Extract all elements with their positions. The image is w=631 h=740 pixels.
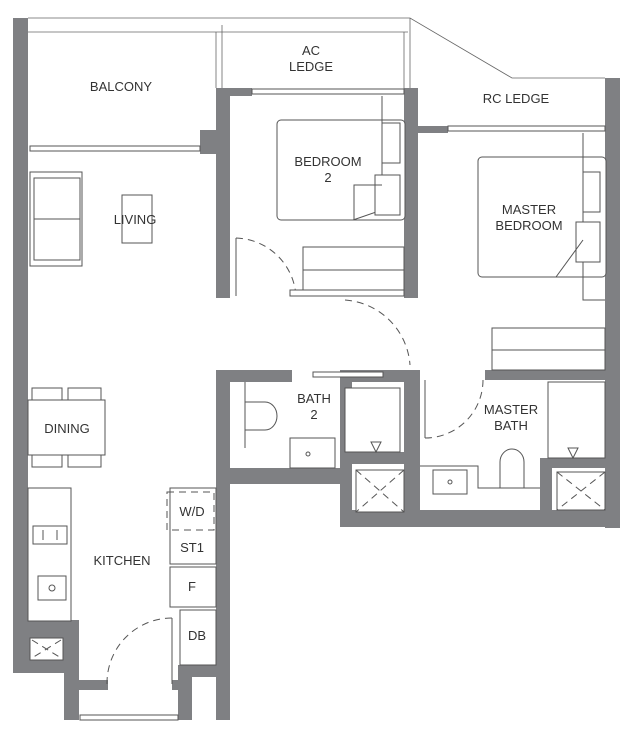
room-label-dining: DINING	[44, 421, 90, 436]
room-label-kitchen: KITCHEN	[93, 553, 151, 568]
bedroom2-line1: BEDROOM	[294, 154, 362, 169]
room-label-bath-2: BATH 2	[297, 391, 331, 423]
room-label-master-bedroom: MASTER BEDROOM	[495, 202, 562, 234]
bedroom2-line2: 2	[324, 170, 332, 185]
master-bedroom-line1: MASTER	[501, 202, 557, 217]
room-label-rc-ledge: RC LEDGE	[482, 91, 550, 106]
room-label-balcony: BALCONY	[89, 79, 153, 94]
room-label-living: LIVING	[113, 212, 157, 227]
fixture-label-washer-dryer: W/D	[179, 504, 205, 519]
sofa	[29, 171, 83, 267]
windows	[29, 88, 606, 721]
bath2-line2: 2	[310, 407, 318, 422]
master-bedroom-line2: BEDROOM	[495, 218, 563, 233]
bedroom2-furniture	[235, 96, 406, 297]
master-bath-line1: MASTER	[483, 402, 539, 417]
coffee-table	[121, 194, 153, 244]
bath2-fixtures	[244, 371, 405, 513]
kitchen-fixtures	[27, 487, 217, 685]
room-label-ac-ledge: AC LEDGE	[289, 43, 333, 75]
walls	[13, 18, 620, 720]
fixture-label-fridge: F	[188, 579, 196, 594]
room-label-master-bath: MASTER BATH	[484, 402, 538, 434]
master-bath-fixtures	[420, 379, 606, 511]
master-bath-line2: BATH	[494, 418, 528, 433]
dining-table	[27, 387, 106, 468]
fixture-label-db: DB	[187, 628, 207, 643]
ac-ledge-line1: AC	[301, 43, 321, 58]
master-bedroom-furniture	[344, 133, 607, 371]
bath2-line1: BATH	[297, 391, 331, 406]
ledge-outline	[28, 17, 605, 90]
room-label-bedroom-2: BEDROOM 2	[294, 154, 361, 186]
fixture-label-store: ST1	[180, 540, 204, 555]
ac-ledge-line2: LEDGE	[288, 59, 334, 74]
